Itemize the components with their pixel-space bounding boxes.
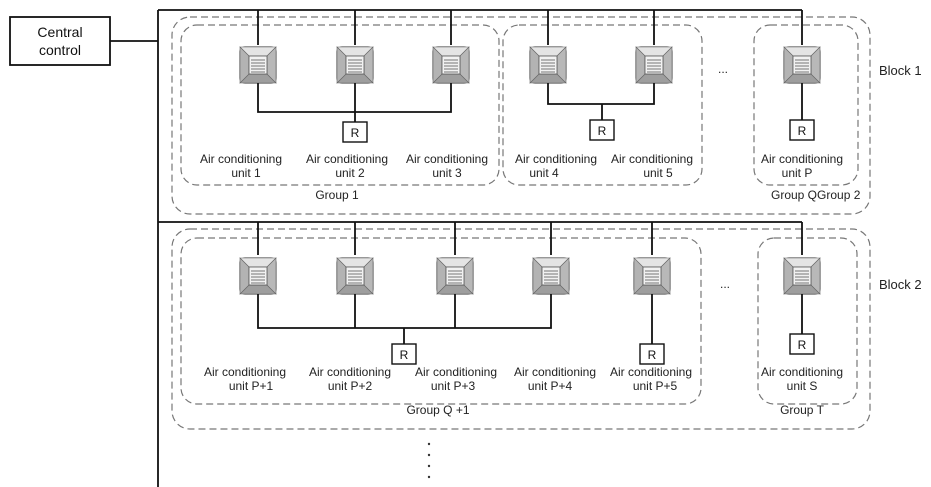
ellipsis: ...	[718, 62, 728, 76]
block-label: Block 1	[879, 63, 922, 78]
svg-text:R: R	[798, 124, 807, 138]
ac-unit-icon	[336, 257, 374, 295]
block-1: R R R ... Air conditioning unit 1 Air co…	[171, 10, 922, 215]
group1-outline	[180, 24, 500, 186]
group-label: Group Q +1	[406, 403, 469, 417]
unit-label: Air conditioning	[514, 365, 596, 379]
unit-label: unit P	[782, 166, 813, 180]
ac-unit-icon	[633, 257, 671, 295]
unit-label: unit P+2	[328, 379, 373, 393]
remote-controller: R	[789, 333, 815, 355]
remote-controller: R	[589, 119, 615, 141]
ac-unit-icon	[239, 257, 277, 295]
unit-label: unit 4	[529, 166, 559, 180]
ac-unit-icon	[432, 46, 470, 84]
block1-outline	[171, 16, 871, 215]
unit-label: unit 1	[231, 166, 261, 180]
group-label: Group 1	[315, 188, 359, 202]
remote-controller: R	[789, 119, 815, 141]
unit-label: unit 5	[643, 166, 673, 180]
svg-text:R: R	[351, 126, 360, 140]
unit-label: Air conditioning	[406, 152, 488, 166]
groupT-outline	[757, 237, 858, 405]
ac-unit-icon	[783, 257, 821, 295]
unit-label: unit P+4	[528, 379, 573, 393]
unit-label: Air conditioning	[761, 152, 843, 166]
group2-outline	[502, 24, 703, 186]
central-control-label-line2: control	[39, 42, 81, 58]
ellipsis: ...	[720, 277, 730, 291]
ac-unit-icon	[436, 257, 474, 295]
unit-label: Air conditioning	[204, 365, 286, 379]
unit-label: unit 3	[432, 166, 462, 180]
unit-label: Air conditioning	[415, 365, 497, 379]
groupQ1-outline	[180, 237, 702, 405]
groupQ-outline	[753, 24, 859, 186]
unit-label: unit 2	[335, 166, 365, 180]
remote-controller: R	[342, 121, 368, 143]
unit-label: Air conditioning	[515, 152, 597, 166]
ac-unit-icon	[783, 46, 821, 84]
ac-unit-icon	[336, 46, 374, 84]
remote-controller: R	[391, 343, 417, 365]
block2-outline	[171, 228, 871, 430]
unit-label: Air conditioning	[309, 365, 391, 379]
continuation-dots	[427, 442, 431, 479]
unit-label: Air conditioning	[200, 152, 282, 166]
central-control-label-line1: Central	[37, 24, 82, 40]
unit-label: unit P+3	[431, 379, 476, 393]
svg-text:R: R	[798, 338, 807, 352]
unit-label: unit P+1	[229, 379, 274, 393]
svg-text:R: R	[598, 124, 607, 138]
unit-label: Air conditioning	[610, 365, 692, 379]
block-2: R R R ... Air conditioning unit P+1 Air …	[171, 222, 922, 430]
unit-label: unit P+5	[633, 379, 678, 393]
ac-unit-icon	[635, 46, 673, 84]
unit-label: Air conditioning	[306, 152, 388, 166]
unit-label: Air conditioning	[761, 365, 843, 379]
central-control-box: Central control	[9, 16, 111, 66]
ac-unit-icon	[532, 257, 570, 295]
group-label: Group T	[780, 403, 824, 417]
svg-text:R: R	[648, 348, 657, 362]
remote-controller: R	[639, 343, 665, 365]
ac-unit-icon	[239, 46, 277, 84]
ac-unit-icon	[529, 46, 567, 84]
svg-text:R: R	[400, 348, 409, 362]
group-label: Group QGroup 2	[771, 188, 861, 202]
unit-label: unit S	[787, 379, 818, 393]
block-label: Block 2	[879, 277, 922, 292]
unit-label: Air conditioning	[611, 152, 693, 166]
